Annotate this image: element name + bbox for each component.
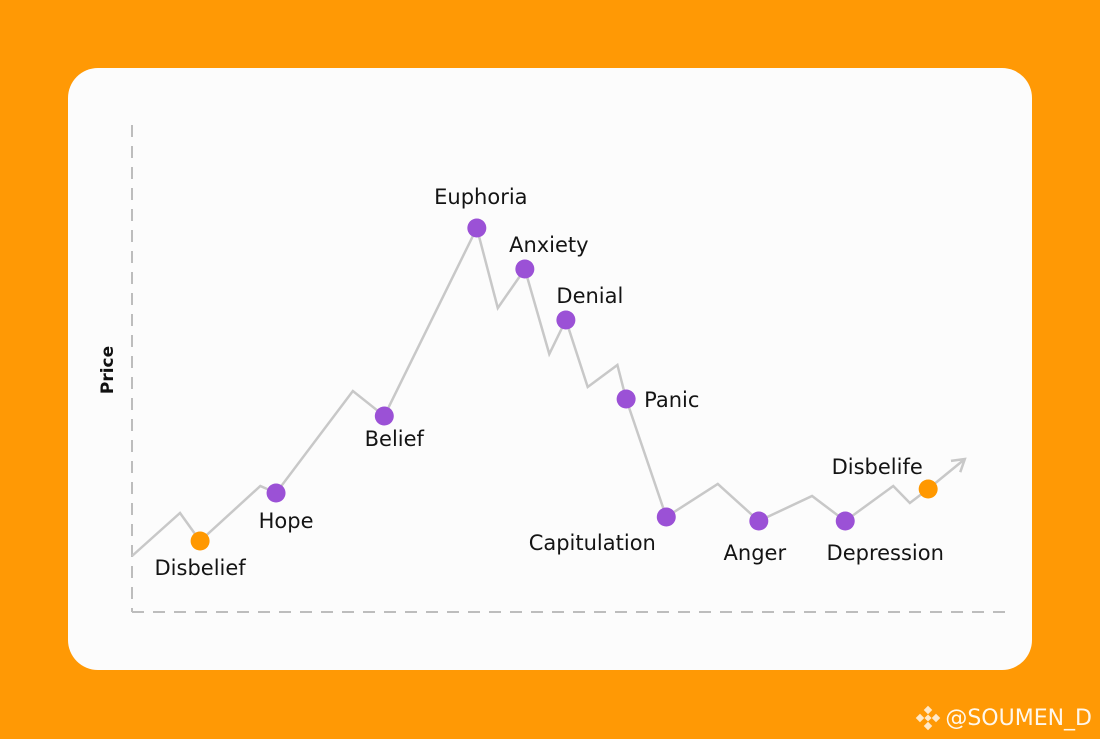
stage-label: Belief (365, 427, 425, 451)
stage-label: Disbelief (155, 556, 247, 580)
arrow-head-icon (950, 457, 967, 473)
stage-point-belief (374, 406, 394, 426)
stage-label: Disbelife (832, 455, 923, 479)
stage-point-denial (556, 310, 576, 330)
stage-point-disbelief (190, 531, 210, 551)
stage-label: Hope (259, 509, 314, 533)
stage-point-panic (616, 389, 636, 409)
stage-point-depression (835, 511, 855, 531)
chart-card (68, 68, 1032, 670)
stage-label: Anxiety (509, 233, 589, 257)
stage-label: Euphoria (434, 185, 527, 209)
stage-label: Anger (724, 541, 787, 565)
stage-label: Capitulation (529, 531, 656, 555)
stage-point-anger (749, 511, 769, 531)
stage-point-euphoria (467, 218, 487, 238)
stage-point-hope (266, 483, 286, 503)
stage-label: Depression (827, 541, 944, 565)
binance-logo-icon (916, 705, 941, 731)
stage-point-disbelife (918, 479, 938, 499)
watermark: @SOUMEN_D (915, 705, 1092, 731)
stage-label: Panic (644, 388, 699, 412)
y-axis-label: Price (98, 346, 118, 394)
watermark-text: @SOUMEN_D (945, 705, 1092, 731)
stage-label: Denial (556, 284, 623, 308)
stage-point-capitulation (656, 507, 676, 527)
stage-point-anxiety (515, 259, 535, 279)
price-line (131, 224, 966, 557)
